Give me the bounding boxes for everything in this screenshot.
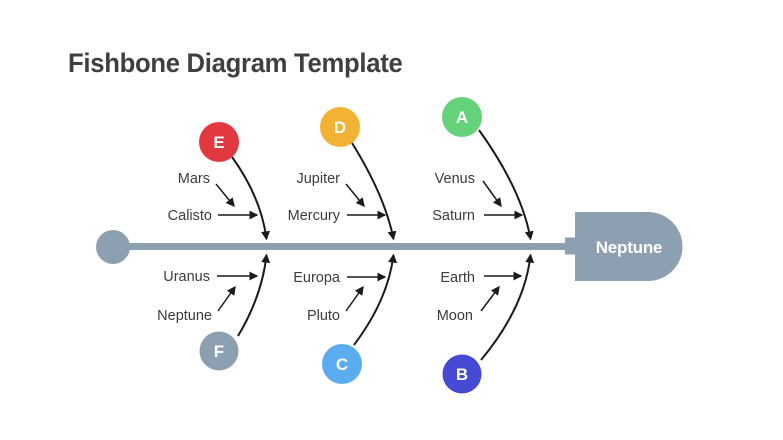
head-shape — [575, 212, 683, 281]
circle-c-letter: C — [336, 355, 348, 374]
cause-label-calisto: Calisto — [168, 208, 212, 224]
bone-top-right — [478, 129, 534, 241]
bone-top-left — [231, 156, 270, 241]
page-title: Fishbone Diagram Template — [68, 48, 403, 78]
branch-circle-d: D — [320, 107, 360, 147]
branch-circle-c: C — [322, 344, 362, 384]
cause-arrow-jupiter — [345, 183, 365, 208]
circle-e — [199, 122, 239, 162]
circle-b — [442, 354, 482, 394]
cause-arrow-moon — [480, 285, 500, 312]
bone-bottom-middle — [353, 253, 398, 346]
circle-b-letter: B — [456, 365, 468, 384]
cause-arrow-venus — [482, 180, 502, 208]
cause-arrow-pluto — [345, 285, 364, 312]
circle-e-letter: E — [213, 133, 224, 152]
cause-label-uranus: Uranus — [163, 269, 210, 285]
branch-circle-f: F — [199, 331, 239, 371]
branch-circle-b: B — [442, 354, 482, 394]
cause-label-jupiter: Jupiter — [296, 171, 340, 187]
circle-d-letter: D — [334, 118, 346, 137]
cause-label-mercury: Mercury — [288, 208, 341, 224]
branch-circle-e: E — [199, 122, 239, 162]
head-label: Neptune — [596, 238, 663, 257]
head-connector-tab — [565, 237, 577, 255]
bone-bottom-right — [480, 253, 535, 361]
cause-label-saturn: Saturn — [432, 208, 475, 224]
cause-label-europa: Europa — [293, 270, 341, 286]
cause-label-pluto: Pluto — [307, 308, 340, 324]
cause-label-earth: Earth — [440, 270, 475, 286]
circle-a — [442, 97, 482, 137]
circle-c — [322, 344, 362, 384]
cause-label-mars: Mars — [178, 171, 210, 187]
cause-label-neptune-cause: Neptune — [157, 308, 212, 324]
bone-top-middle — [351, 142, 397, 241]
branch-circle-a: A — [442, 97, 482, 137]
circle-f-letter: F — [214, 342, 224, 361]
circle-f — [199, 331, 239, 371]
cause-arrow-neptune-cause — [217, 285, 236, 312]
cause-label-moon: Moon — [437, 308, 473, 324]
circle-a-letter: A — [456, 108, 468, 127]
cause-label-venus: Venus — [435, 171, 475, 187]
circle-d — [320, 107, 360, 147]
cause-arrow-mars — [215, 183, 235, 208]
bone-bottom-left — [237, 253, 271, 337]
